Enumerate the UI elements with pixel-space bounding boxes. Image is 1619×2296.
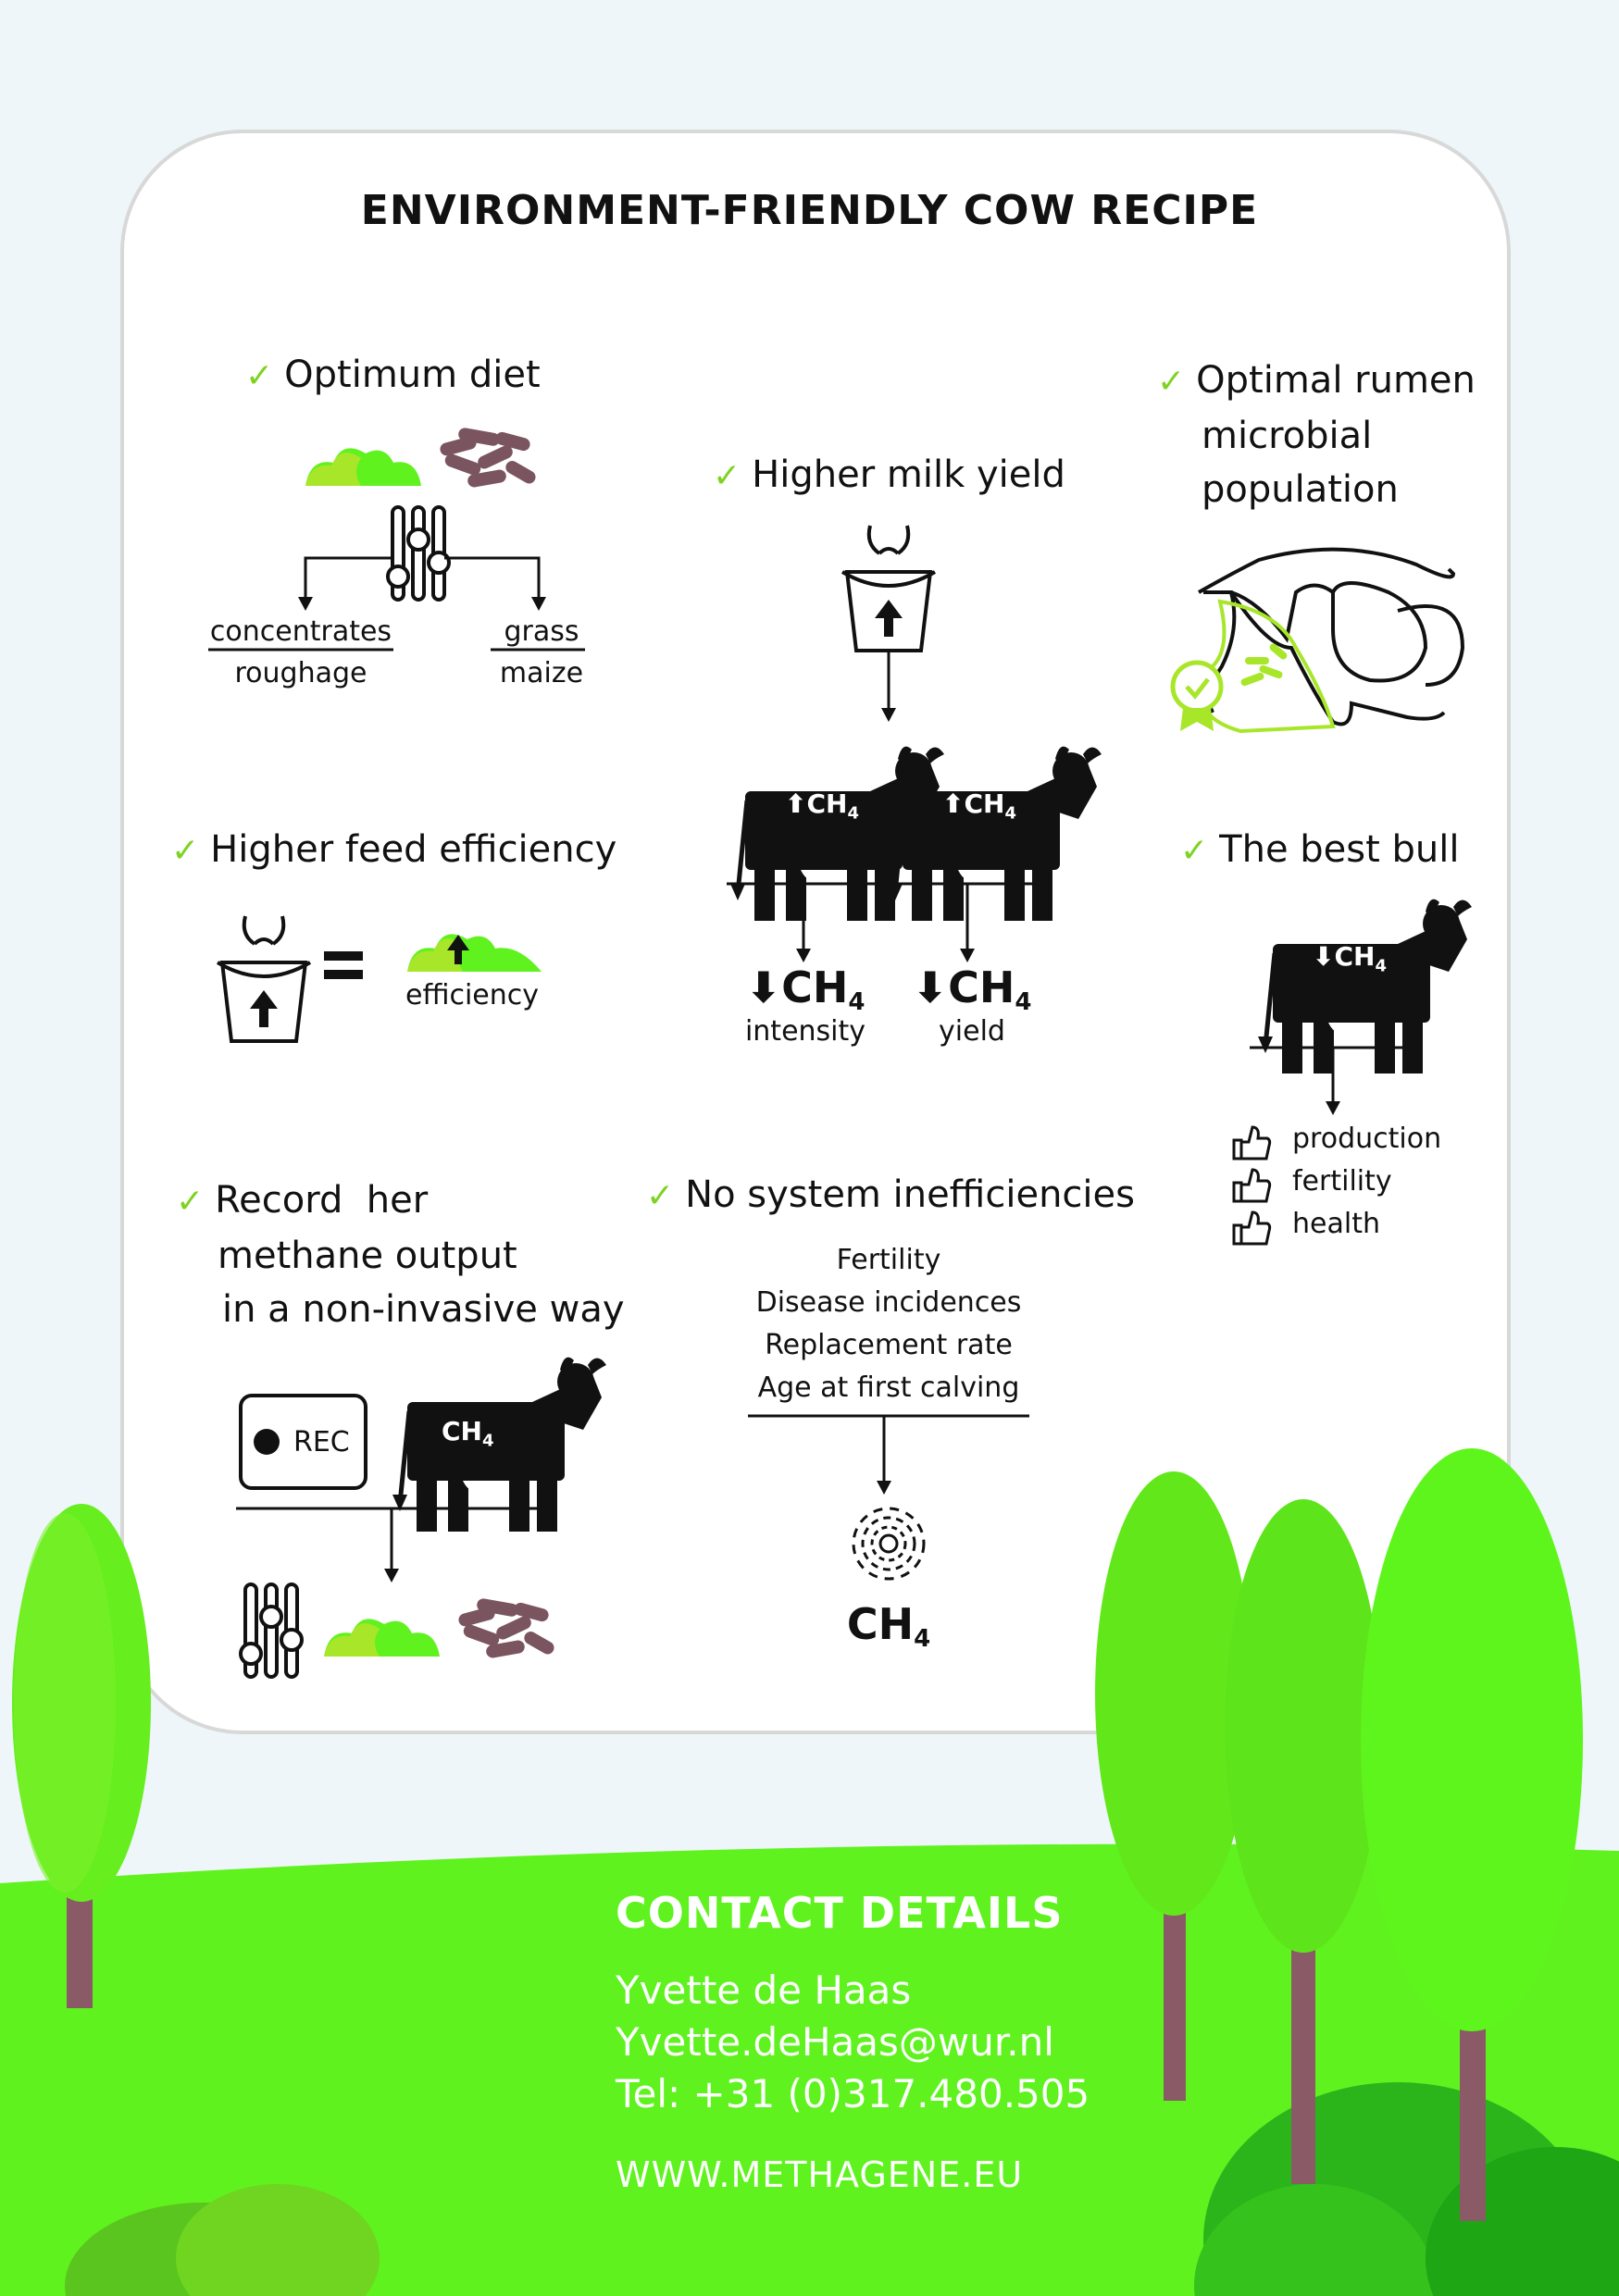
check-icon: ✓ bbox=[176, 1183, 205, 1221]
recipe-card bbox=[120, 130, 1511, 1734]
diet-label-grass: grass bbox=[504, 615, 579, 648]
contact-phone[interactable]: Tel: +31 (0)317.480.505 bbox=[616, 2071, 1090, 2116]
website-link[interactable]: WWW.METHAGENE.EU bbox=[616, 2154, 1024, 2195]
system-item-replacement: Replacement rate bbox=[765, 1329, 1013, 1361]
emission-icon bbox=[852, 1507, 926, 1581]
check-icon: ✓ bbox=[713, 457, 741, 495]
check-icon: ✓ bbox=[646, 1177, 675, 1215]
cow-label: CH4 bbox=[442, 1416, 494, 1451]
section-heading-bull: ✓The best bull bbox=[1180, 828, 1460, 871]
diet-label-concentrates: concentrates bbox=[209, 615, 392, 648]
tree-icon bbox=[12, 1504, 151, 2008]
section-heading-milk: ✓Higher milk yield bbox=[713, 453, 1065, 496]
section-heading-diet: ✓Optimum diet bbox=[245, 354, 541, 396]
bull-trait-fertility: fertility bbox=[1292, 1165, 1392, 1198]
contact-name: Yvette de Haas bbox=[616, 1967, 912, 2013]
rec-label: REC bbox=[293, 1426, 350, 1458]
badge-icon bbox=[1170, 660, 1224, 714]
grass-ground bbox=[0, 1843, 1619, 2296]
grass-icon bbox=[407, 934, 542, 972]
tree-icon bbox=[1095, 1471, 1252, 2101]
bull-trait-health: health bbox=[1292, 1208, 1380, 1240]
system-item-disease: Disease incidences bbox=[755, 1286, 1022, 1319]
tree-icon bbox=[1361, 1448, 1583, 2221]
check-icon: ✓ bbox=[1180, 832, 1209, 870]
ch4-intensity-label: intensity bbox=[744, 1015, 866, 1048]
efficiency-label: efficiency bbox=[405, 979, 539, 1011]
page-title: ENVIRONMENT-FRIENDLY COW RECIPE bbox=[360, 187, 1259, 234]
rumen-icon bbox=[1198, 547, 1465, 734]
section-heading-rumen: ✓Optimal rumen microbial population bbox=[1157, 359, 1476, 511]
check-icon: ✓ bbox=[171, 832, 200, 870]
system-item-calving: Age at first calving bbox=[757, 1371, 1020, 1404]
section-heading-record: ✓Record her methane output in a non-inva… bbox=[176, 1179, 625, 1331]
ch4-yield-value: ⬇CH4 bbox=[912, 962, 1032, 1016]
ch4-intensity-value: ⬇CH4 bbox=[745, 962, 866, 1016]
diet-label-maize: maize bbox=[499, 657, 584, 689]
check-icon: ✓ bbox=[245, 357, 274, 395]
section-heading-system: ✓No system inefficiencies bbox=[646, 1173, 1135, 1216]
system-ch4-result: CH4 bbox=[846, 1599, 931, 1653]
bull-trait-production: production bbox=[1292, 1123, 1442, 1155]
cow-label: ⬆CH4 bbox=[942, 788, 1016, 824]
contact-heading: CONTACT DETAILS bbox=[616, 1888, 1064, 1938]
tree-icon bbox=[1225, 1499, 1382, 2184]
diet-label-roughage: roughage bbox=[234, 657, 367, 689]
rec-icon bbox=[239, 1394, 367, 1490]
contact-email[interactable]: Yvette.deHaas@wur.nl bbox=[616, 2019, 1054, 2065]
cow-label: ⬇CH4 bbox=[1313, 941, 1387, 976]
system-item-fertility: Fertility bbox=[836, 1244, 941, 1276]
check-icon: ✓ bbox=[1157, 363, 1186, 401]
section-heading-feed: ✓Higher feed efficiency bbox=[171, 828, 617, 871]
cow-label: ⬆CH4 bbox=[785, 788, 859, 824]
ch4-yield-label: yield bbox=[939, 1015, 1005, 1048]
